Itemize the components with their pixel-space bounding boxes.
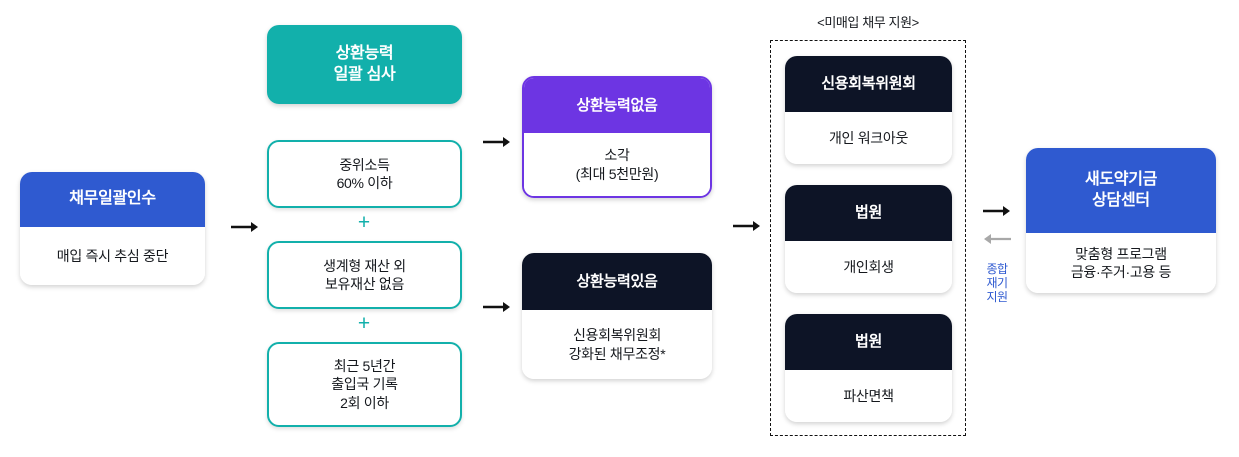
arrow-review-to-no-capacity — [483, 134, 511, 148]
support-option-1-title: 법원 — [785, 185, 952, 241]
condition-card-0-text: 중위소득 60% 이하 — [336, 156, 393, 191]
support-option-0[interactable]: 신용회복위원회 개인 워크아웃 — [785, 56, 952, 164]
support-option-1-body: 개인회생 — [785, 241, 952, 293]
node-no-repayment-capacity-body: 소각 (최대 5천만원) — [524, 133, 710, 196]
node-has-repayment-capacity-title: 상환능력있음 — [522, 253, 712, 310]
node-repayment-review-title: 상환능력 일괄 심사 — [333, 44, 396, 83]
node-fund-counseling-center-body: 맞춤형 프로그램 금융·주거·고용 등 — [1026, 233, 1216, 293]
condition-card-1-text: 생계형 재산 외 보유재산 없음 — [323, 257, 406, 292]
support-option-0-title: 신용회복위원회 — [785, 56, 952, 112]
support-group-caption: <미매입 채무 지원> — [817, 15, 919, 30]
node-debt-acquisition-body: 매입 즉시 추심 중단 — [20, 227, 205, 285]
support-option-0-body: 개인 워크아웃 — [785, 112, 952, 164]
condition-card-1[interactable]: 생계형 재산 외 보유재산 없음 — [267, 241, 462, 309]
condition-card-2[interactable]: 최근 5년간 출입국 기록 2회 이하 — [267, 342, 462, 427]
node-no-repayment-capacity[interactable]: 상환능력없음 소각 (최대 5천만원) — [522, 76, 712, 198]
arrow-fund-center-to-support — [983, 231, 1011, 245]
arrow-acquisition-to-review — [231, 219, 259, 233]
comprehensive-restart-support-label: 종합 재기 지원 — [986, 262, 1008, 305]
support-option-1[interactable]: 법원 개인회생 — [785, 185, 952, 293]
support-group-container — [770, 40, 966, 436]
arrow-capacity-to-support-group — [733, 218, 761, 232]
condition-card-0[interactable]: 중위소득 60% 이하 — [267, 140, 462, 208]
node-debt-acquisition-title: 채무일괄인수 — [20, 172, 205, 227]
node-fund-counseling-center[interactable]: 새도약기금 상담센터 맞춤형 프로그램 금융·주거·고용 등 — [1026, 148, 1216, 293]
node-has-repayment-capacity-body: 신용회복위원회 강화된 채무조정* — [522, 310, 712, 379]
arrow-review-to-has-capacity — [483, 299, 511, 313]
support-option-2-title: 법원 — [785, 314, 952, 370]
node-debt-acquisition[interactable]: 채무일괄인수 매입 즉시 추심 중단 — [20, 172, 205, 285]
plus-separator-0: + — [357, 211, 371, 234]
plus-separator-1: + — [357, 312, 371, 335]
node-no-repayment-capacity-title: 상환능력없음 — [524, 78, 710, 133]
arrow-support-to-fund-center — [983, 203, 1011, 217]
node-has-repayment-capacity[interactable]: 상환능력있음 신용회복위원회 강화된 채무조정* — [522, 253, 712, 379]
support-option-2[interactable]: 법원 파산면책 — [785, 314, 952, 422]
condition-card-2-text: 최근 5년간 출입국 기록 2회 이하 — [331, 357, 398, 411]
support-option-2-body: 파산면책 — [785, 370, 952, 422]
node-fund-counseling-center-title: 새도약기금 상담센터 — [1026, 148, 1216, 233]
node-repayment-review[interactable]: 상환능력 일괄 심사 — [267, 25, 462, 104]
